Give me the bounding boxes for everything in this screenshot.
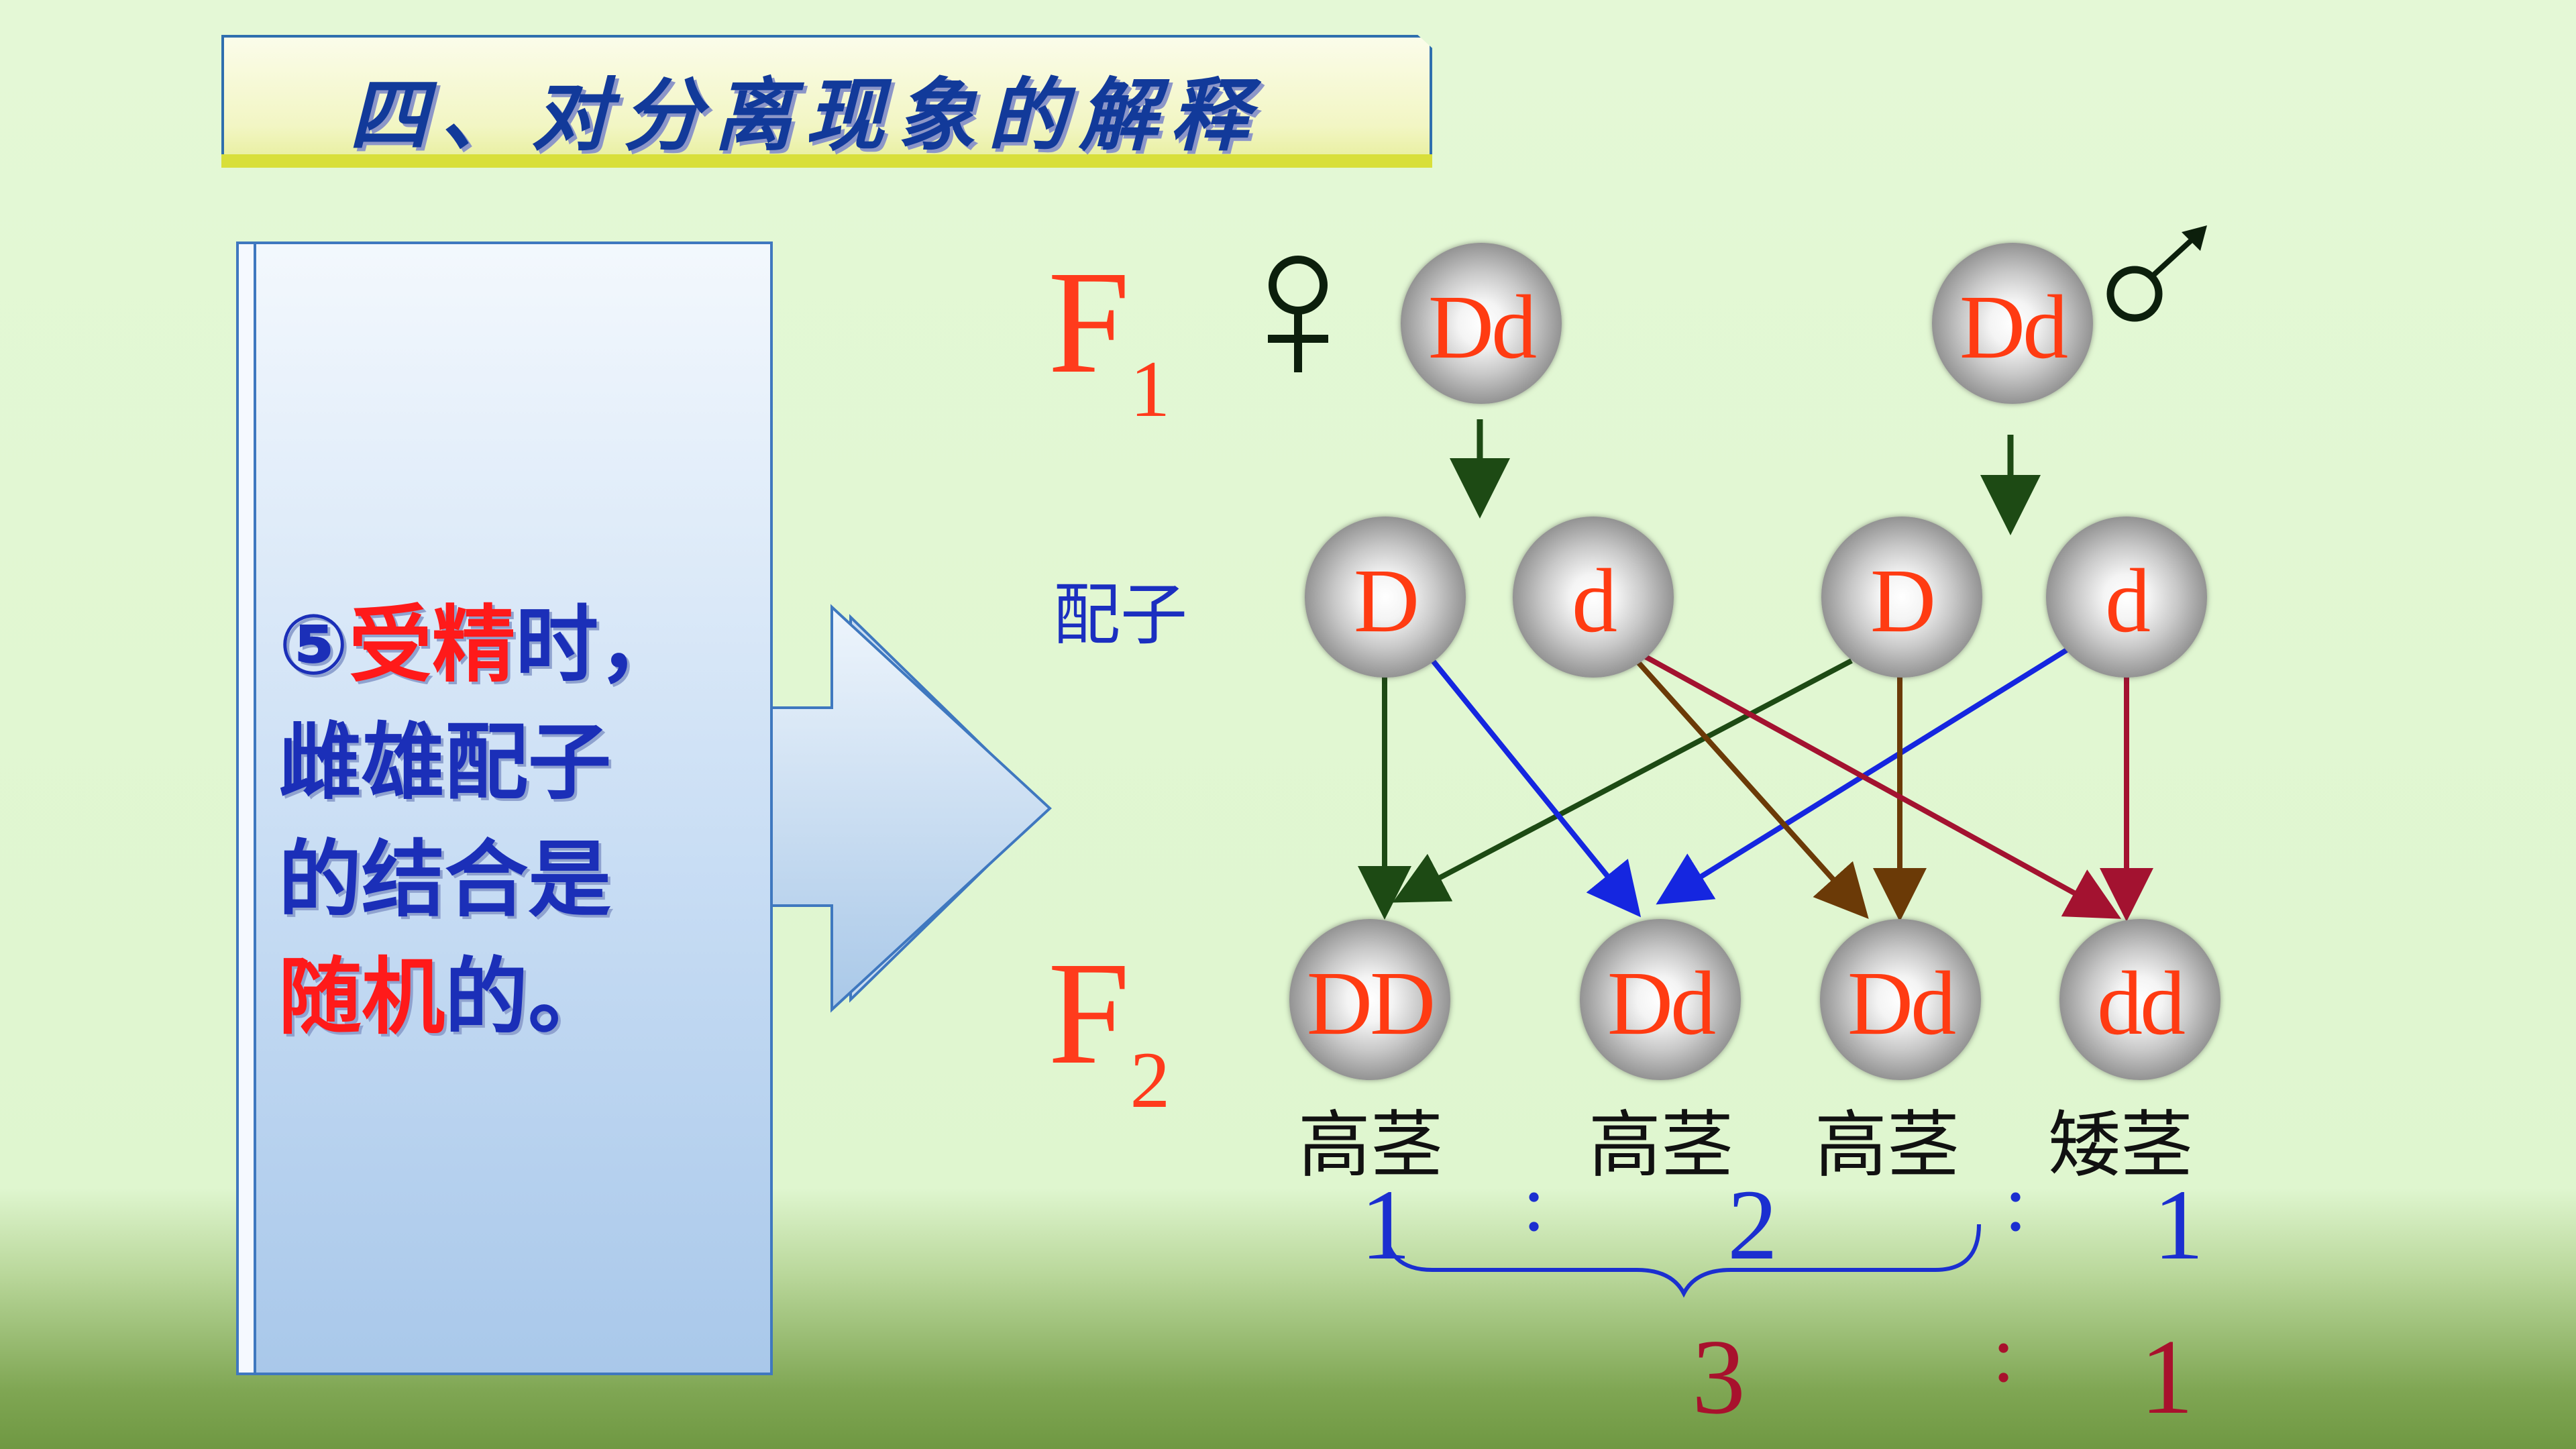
step-number: ⑤: [278, 597, 349, 694]
f2-Dd-2: Dd: [1820, 919, 1981, 1080]
random-word: 随机: [278, 949, 445, 1046]
arrow-D-to-Dd: [1430, 659, 1642, 918]
gamete-female-D: D: [1305, 517, 1466, 678]
line-combination: 的结合是: [278, 832, 612, 928]
explanation-panel: [254, 241, 773, 1375]
explanation-text: ⑤受精时， 雌雄配子 的结合是 随机的。: [278, 587, 768, 1057]
f2-dd: dd: [2059, 919, 2220, 1080]
f2-label: F2: [1048, 931, 1171, 1124]
gametes-label: 配子: [1053, 576, 1187, 654]
arrow-d-to-dd: [1623, 643, 2122, 919]
when-text: 时，: [515, 597, 682, 694]
phenotype-ratio-1: 1: [2140, 1317, 2194, 1436]
f1-female-ball: Dd: [1401, 243, 1562, 404]
title-banner: [221, 35, 1432, 166]
arrow-d-to-Dd2: [1623, 645, 1869, 919]
gamete-male-d: d: [2046, 517, 2207, 678]
genotype-ratio-2: 2: [1727, 1169, 1778, 1281]
gamete-female-d: d: [1513, 517, 1674, 678]
page-title: 四、对分离现象的解释: [349, 69, 1262, 162]
tall-group-brace: [1383, 1224, 1981, 1298]
genotype-ratio-colon-1: :: [1523, 1159, 1546, 1248]
phenotype-tall-3: 高茎: [1815, 1104, 1960, 1187]
genotype-ratio-1: 1: [1360, 1169, 1411, 1281]
gamete-male-D: D: [1821, 517, 1982, 678]
f1-label: F1: [1048, 240, 1171, 433]
phenotype-ratio-3: 3: [1692, 1317, 1746, 1436]
phenotype-tall-1: 高茎: [1298, 1104, 1444, 1187]
f1-male-ball: Dd: [1932, 243, 2093, 404]
phenotype-ratio-colon: :: [1992, 1309, 2015, 1399]
phenotype-dwarf: 矮茎: [2048, 1104, 2194, 1187]
male-symbol-icon: [2106, 225, 2207, 322]
phenotype-tall-2: 高茎: [1589, 1104, 1734, 1187]
end-text: 的。: [445, 949, 612, 1046]
line-gametes: 雌雄配子: [278, 714, 612, 811]
arrow-maleD-to-DD: [1392, 658, 1853, 903]
female-symbol-icon: [1268, 256, 1328, 372]
genotype-ratio-colon-2: :: [2004, 1159, 2027, 1248]
fertilization-word: 受精: [349, 597, 516, 694]
genotype-ratio-3: 1: [2153, 1169, 2204, 1281]
f2-DD: DD: [1289, 919, 1450, 1080]
title-underline: [221, 154, 1432, 168]
f2-Dd-1: Dd: [1580, 919, 1741, 1080]
arrow-maled-to-Dd: [1656, 643, 2076, 905]
